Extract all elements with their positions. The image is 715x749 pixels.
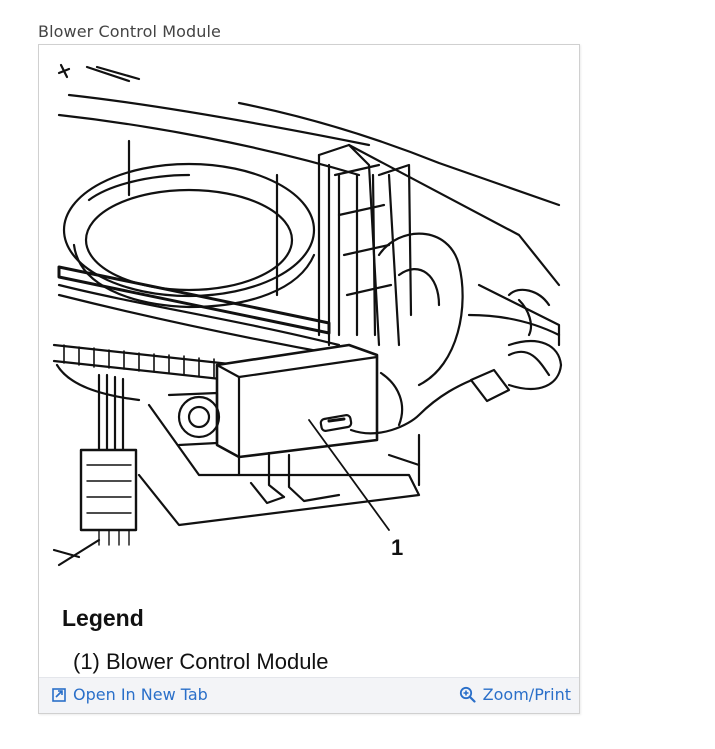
open-in-new-tab-label: Open In New Tab [73,685,208,704]
zoom-print-link[interactable]: Zoom/Print [459,685,571,704]
magnifier-plus-icon [459,686,476,703]
legend-item: (1) Blower Control Module [73,649,329,674]
figure-frame: 1 Legend (1) Blower Control Module Open … [38,44,580,714]
blower-module-diagram: 1 [52,63,563,567]
open-new-tab-icon [52,687,66,702]
zoom-print-label: Zoom/Print [482,685,571,704]
legend-title: Legend [62,605,144,631]
figure-caption: Blower Control Module [38,22,222,41]
open-in-new-tab-link[interactable]: Open In New Tab [52,685,208,704]
callout-number: 1 [391,535,403,560]
figure-toolbar: Open In New Tab Zoom/Print [39,677,579,713]
